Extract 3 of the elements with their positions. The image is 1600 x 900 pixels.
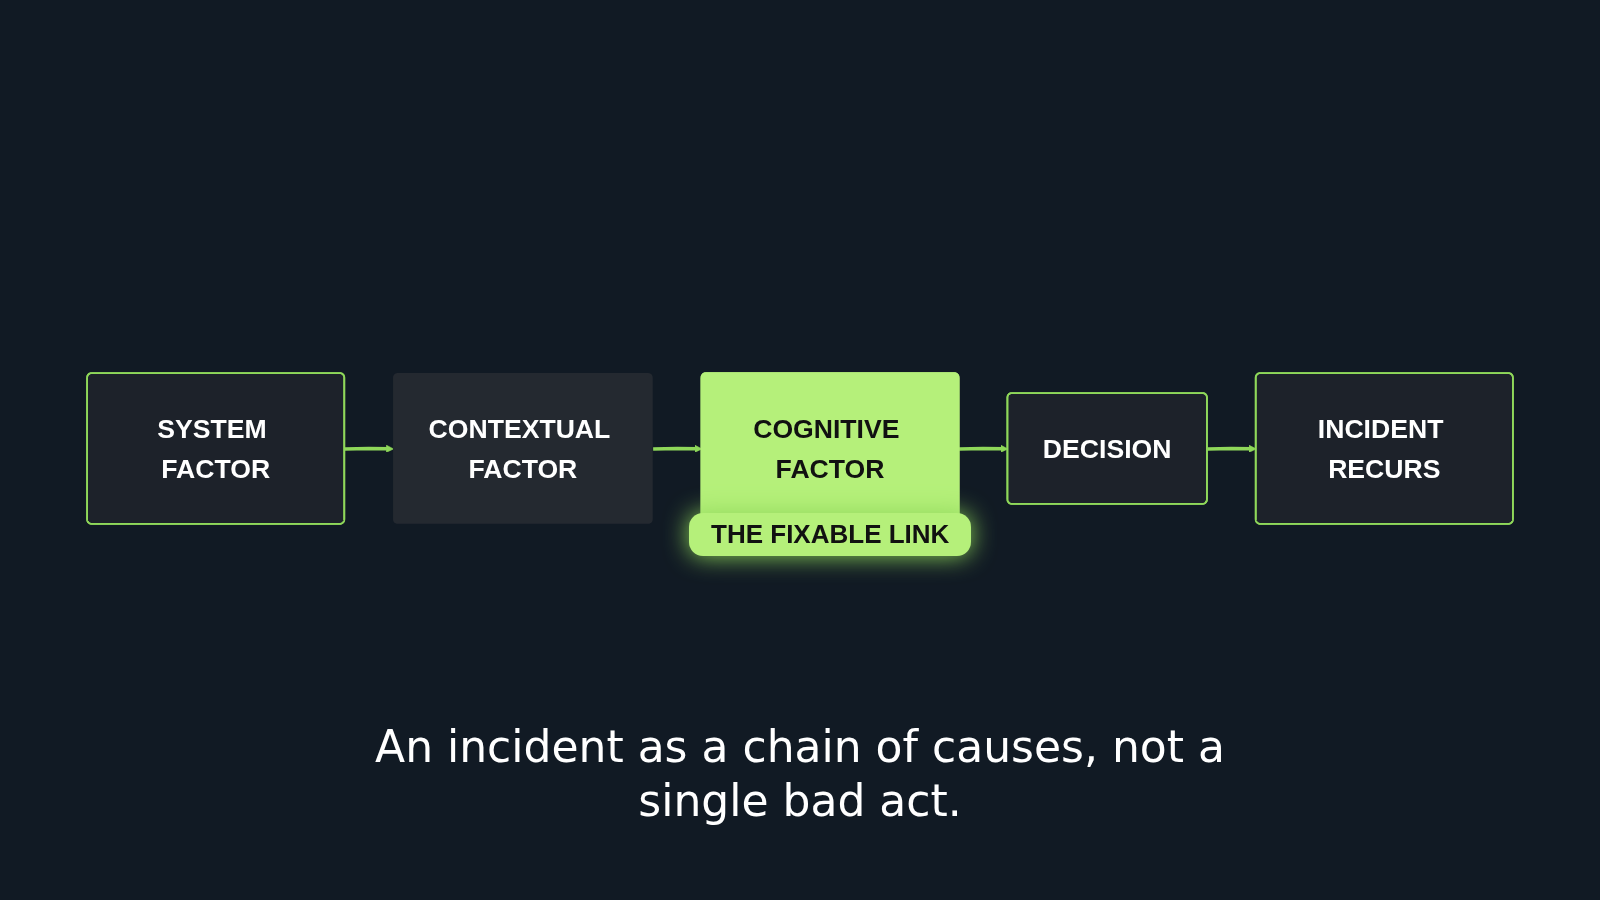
node-box [393,372,653,524]
arrow [344,444,394,453]
caption: An incident as a chain of causes, not a single bad act. [374,720,1226,828]
